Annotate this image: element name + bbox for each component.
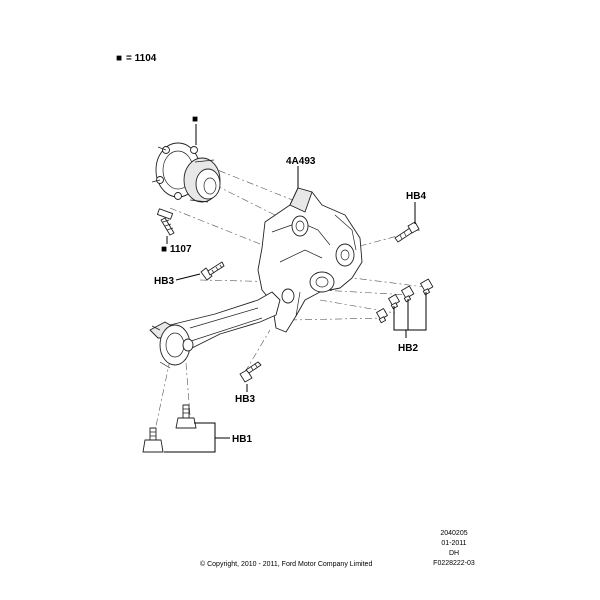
info-line-2: 01-2011 [441,540,466,547]
part-4a493-label: 4A493 [286,156,316,167]
legend-text: = 1104 [126,53,157,64]
hub-marker-label: ■ [192,114,198,125]
bolt-hb3-lower [239,361,262,383]
hb1-label: HB1 [232,434,252,445]
info-line-3: DH [449,550,459,557]
hb4-label: HB4 [406,191,426,202]
hb2-label: HB2 [398,343,418,354]
knuckle-4a493 [257,187,363,333]
hb3-upper-label: HB3 [154,276,174,287]
bolt-1107 [156,208,175,236]
legend-symbol: ■ [116,53,122,64]
info-line-1: 2040205 [440,530,467,537]
copyright-text: © Copyright, 2010 - 2011, Ford Motor Com… [200,560,372,568]
info-line-4: F0228222-03 [433,560,475,567]
leader-lines [164,124,427,453]
hb3-lower-label: HB3 [235,394,255,405]
wheel-hub-assembly [151,142,221,203]
bolt-hb4 [394,221,420,243]
bolts-hb1 [142,404,197,453]
bolts-hb2 [376,278,434,324]
part-1107-label: ■ 1107 [161,244,192,255]
trailing-arm [149,291,281,369]
bolt-hb3-upper [200,261,225,281]
